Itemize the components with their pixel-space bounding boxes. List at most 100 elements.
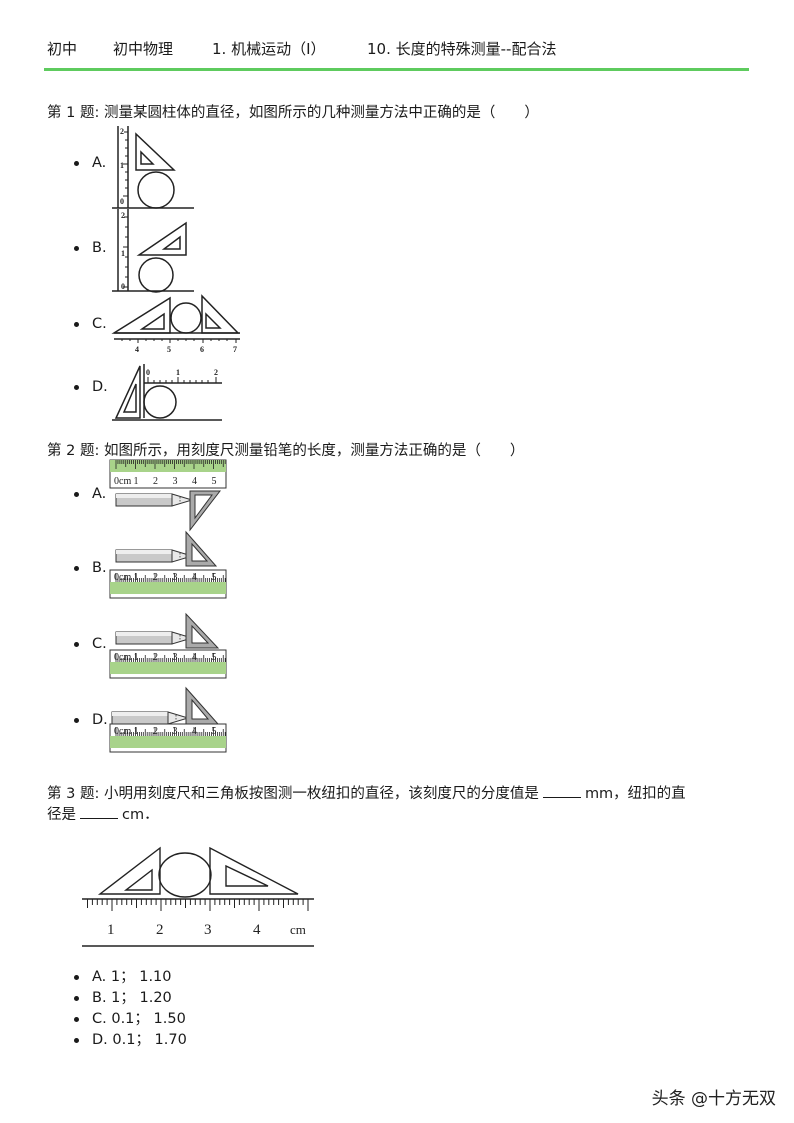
ruler-green-band: [110, 662, 226, 674]
q3-choice-b[interactable]: B. 1； 1.20: [74, 988, 187, 1009]
tick-label: 1: [121, 249, 125, 258]
q2-option-a[interactable]: A.: [74, 486, 106, 502]
option-label: C.: [92, 316, 107, 332]
ruler-label: 5: [212, 726, 217, 737]
set-square-inner: [194, 494, 213, 520]
ruler-label: 1: [134, 652, 139, 663]
tick-label: 1: [120, 161, 124, 170]
ruler-label: 5: [212, 652, 217, 663]
bullet: [74, 641, 79, 647]
bullet: [74, 1038, 79, 1043]
q1-option-d[interactable]: D.: [74, 379, 108, 395]
tick-label: 0: [146, 368, 150, 377]
tick-label: 4: [135, 345, 139, 354]
tick-label: 2: [120, 127, 124, 136]
option-label: B.: [92, 560, 107, 576]
q3-choice-d[interactable]: D. 0.1； 1.70: [74, 1030, 187, 1051]
set-square: [189, 490, 222, 532]
tick-label: 2: [214, 368, 218, 377]
ruler-label: 2: [153, 726, 158, 737]
choice-text: D. 0.1； 1.70: [92, 1032, 187, 1048]
q1-option-a[interactable]: A.: [74, 155, 106, 171]
question-3-text-part: cm．: [122, 807, 159, 823]
q1-figure-d: 0 1 2: [112, 364, 222, 421]
breadcrumb-item-chapter[interactable]: 1. 机械运动（I）: [212, 40, 326, 58]
ruler-label: 0cm: [114, 726, 131, 737]
tick-label: 5: [167, 345, 171, 354]
q3-choice-a[interactable]: A. 1； 1.10: [74, 967, 187, 988]
pencil: [111, 711, 190, 725]
tick-label: 7: [233, 345, 237, 354]
pencil-highlight: [116, 632, 172, 636]
choice-text: B. 1； 1.20: [92, 990, 172, 1006]
ruler-label: 4: [192, 652, 197, 663]
ruler-green-band: [110, 736, 226, 748]
answer-blank-1[interactable]: [542, 783, 581, 798]
tick-label: 1: [176, 368, 180, 377]
tick-label: 3: [204, 922, 212, 938]
ruler-label: 3: [173, 652, 178, 663]
set-square: [185, 612, 220, 649]
ruler-label: 2: [153, 476, 158, 487]
ruler-label: 4: [192, 572, 197, 583]
pencil-highlight: [116, 494, 172, 498]
q3-figure: 1 2 3 4 cm: [82, 846, 314, 947]
q3-choices: A. 1； 1.10 B. 1； 1.20 C. 0.1； 1.50 D. 0.…: [74, 967, 187, 1051]
choice-text: A. 1； 1.10: [92, 969, 172, 985]
set-square-inner: [191, 624, 210, 644]
ruler-label: 1: [134, 726, 139, 737]
bullet: [74, 245, 79, 251]
tick-label: 0: [121, 282, 125, 291]
tick-label: 0: [120, 197, 124, 206]
pencil: [115, 493, 194, 507]
q2-option-c[interactable]: C.: [74, 636, 107, 652]
q3-choice-c[interactable]: C. 0.1； 1.50: [74, 1009, 187, 1030]
question-2-text: 第 2 题: 如图所示，用刻度尺测量铅笔的长度，测量方法正确的是（ ）: [47, 443, 525, 459]
header-divider: [44, 68, 749, 71]
ruler-label: 5: [212, 476, 217, 487]
ruler-label: 1: [134, 476, 139, 487]
bullet: [74, 565, 79, 571]
option-label: D.: [92, 379, 108, 395]
q1-figure-c: 4 5 6 7: [111, 294, 240, 354]
q1-option-c[interactable]: C.: [74, 316, 107, 332]
bullet: [74, 321, 79, 327]
answer-blank-2[interactable]: [80, 804, 118, 819]
option-label: C.: [92, 636, 107, 652]
option-label: D.: [92, 712, 108, 728]
bullet: [74, 1017, 79, 1022]
q2-option-b[interactable]: B.: [74, 560, 107, 576]
pencil-tip: [171, 493, 194, 507]
ruler-label: 3: [173, 476, 178, 487]
choice-text: C. 0.1； 1.50: [92, 1011, 186, 1027]
watermark: 头条 @十方无双: [651, 1089, 776, 1109]
q1-figure-b: 2 1 0: [112, 209, 194, 293]
set-square-inner: [191, 698, 210, 720]
breadcrumb-item-subject[interactable]: 初中物理: [113, 40, 174, 58]
q2-option-d[interactable]: D.: [74, 712, 108, 728]
pencil-tip: [171, 549, 194, 563]
set-square: [185, 530, 218, 567]
q1-option-b[interactable]: B.: [74, 240, 107, 256]
bullet: [74, 996, 79, 1001]
ruler-label: 0cm: [114, 652, 131, 663]
bullet: [74, 384, 79, 390]
ruler-label: 0cm: [114, 572, 131, 583]
tick-label: 6: [200, 345, 204, 354]
breadcrumb-item-level[interactable]: 初中: [47, 40, 78, 58]
breadcrumb-item-topic[interactable]: 10. 长度的特殊测量--配合法: [367, 40, 557, 58]
ruler-green-band: [110, 582, 226, 594]
ruler-label: 3: [173, 726, 178, 737]
option-label: A.: [92, 486, 107, 502]
option-label: B.: [92, 240, 107, 256]
pencil-tip: [167, 711, 190, 725]
